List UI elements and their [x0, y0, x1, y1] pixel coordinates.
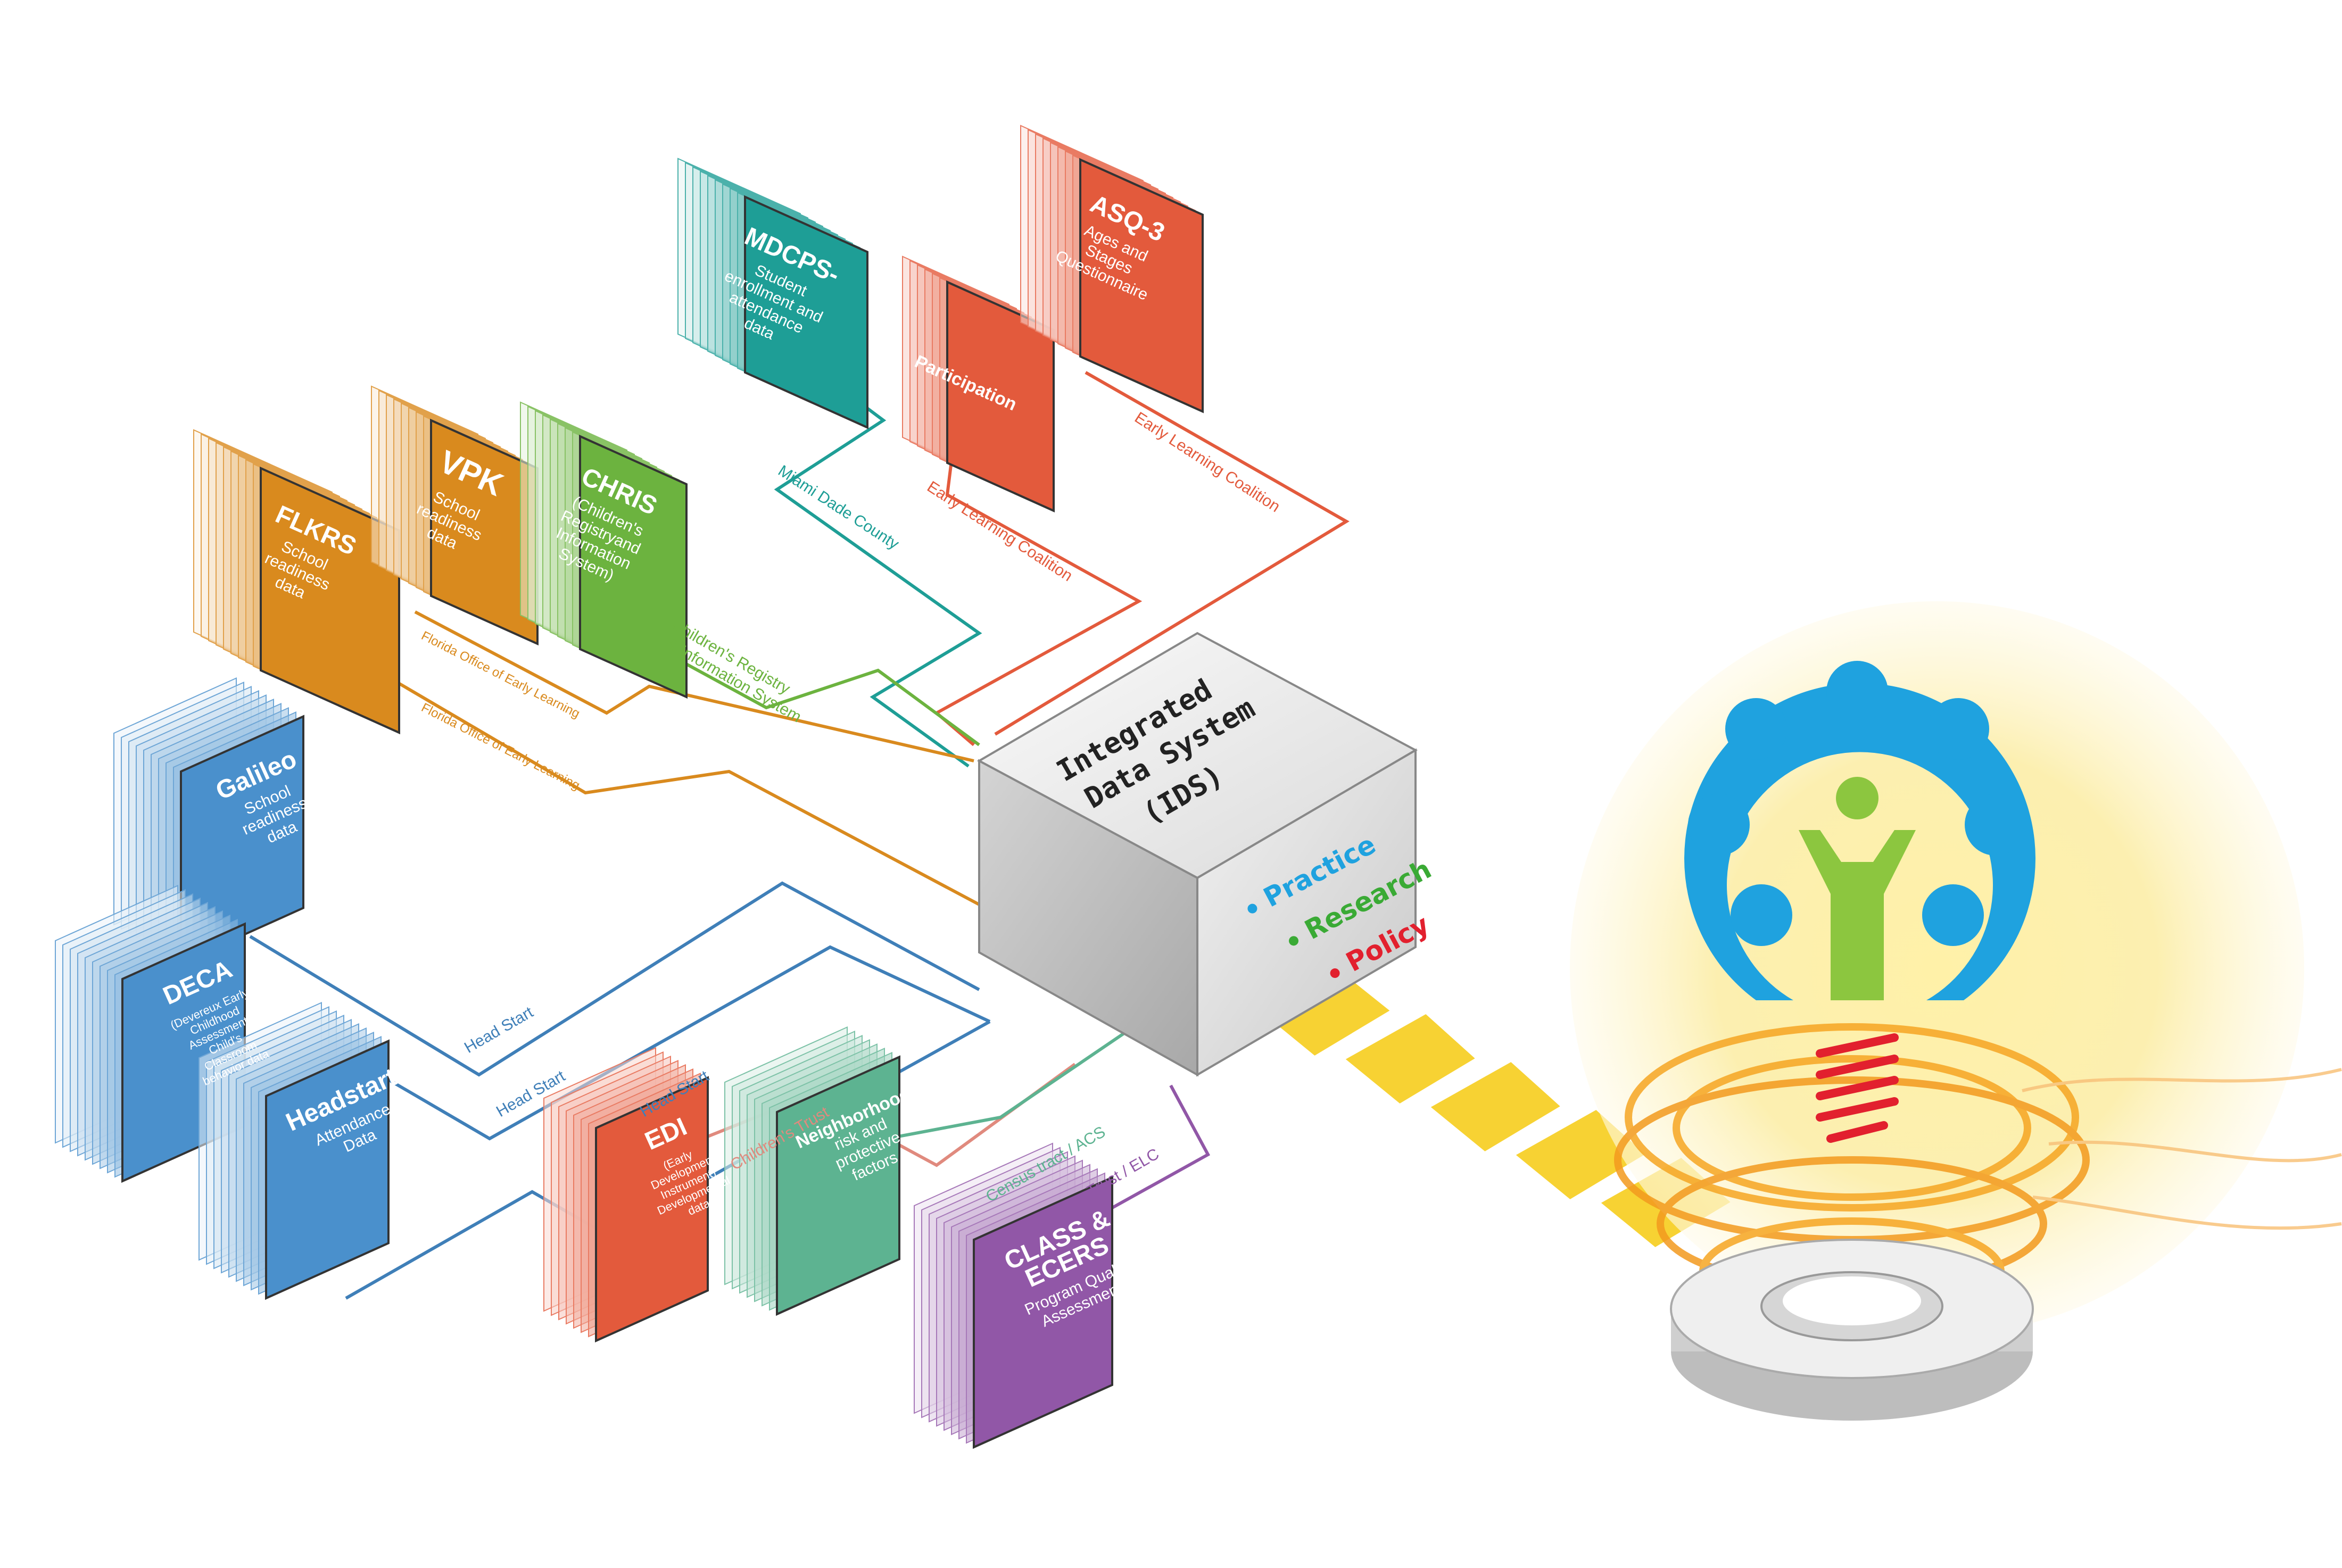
stack-galileo	[113, 677, 304, 965]
card-flkrs-front	[260, 466, 400, 735]
ids-cube	[976, 632, 1418, 1077]
stack-particip	[902, 255, 1055, 513]
line-chris	[648, 642, 980, 746]
line-galileo	[249, 881, 980, 1077]
card-vpk-front	[430, 418, 539, 646]
card-class-front	[973, 1175, 1113, 1449]
line-asq	[994, 371, 1350, 736]
card-edi-text: EDI(EarlyDevelopmentInstrument)Developme…	[641, 1113, 732, 1218]
stack-vpk	[371, 385, 539, 646]
card-chris-text: CHRIS(Children'sRegistryandInformationSy…	[553, 462, 661, 585]
policy-bullet-icon	[1330, 968, 1340, 978]
stack-neigh	[724, 1026, 900, 1316]
practice-bullet-icon	[1247, 903, 1257, 914]
card-chris-front	[579, 434, 688, 699]
stack-headstart	[198, 1001, 390, 1300]
line-vpk	[414, 610, 974, 762]
stack-class	[914, 1142, 1113, 1449]
card-asq-front	[1079, 157, 1204, 413]
research-bullet-icon	[1288, 936, 1298, 946]
stack-chris	[520, 401, 688, 699]
line-flkrs	[340, 648, 980, 906]
stack-deca	[55, 884, 246, 1183]
stack-edi	[543, 1047, 709, 1343]
stack-mdcps	[677, 157, 868, 429]
base-disc	[1670, 1239, 2034, 1421]
source-stacks	[55, 125, 1204, 1449]
card-edi-front	[595, 1076, 709, 1343]
card-neigh-front	[776, 1055, 900, 1316]
card-headstart-front	[265, 1039, 390, 1300]
card-particip-title: Participation	[912, 351, 1020, 414]
line-mdcps	[774, 371, 982, 768]
card-mdcps-front	[744, 195, 868, 429]
stack-asq	[1020, 125, 1204, 413]
card-deca-text: DECA(Devereux EarlyChildhoodAssessment)C…	[159, 955, 271, 1088]
stack-flkrs	[193, 429, 400, 735]
card-edi-title: EDI	[641, 1113, 691, 1156]
card-particip-text: Participation	[912, 351, 1020, 414]
card-particip-front	[946, 280, 1055, 513]
gear-people-logo-icon	[1684, 661, 2036, 1143]
